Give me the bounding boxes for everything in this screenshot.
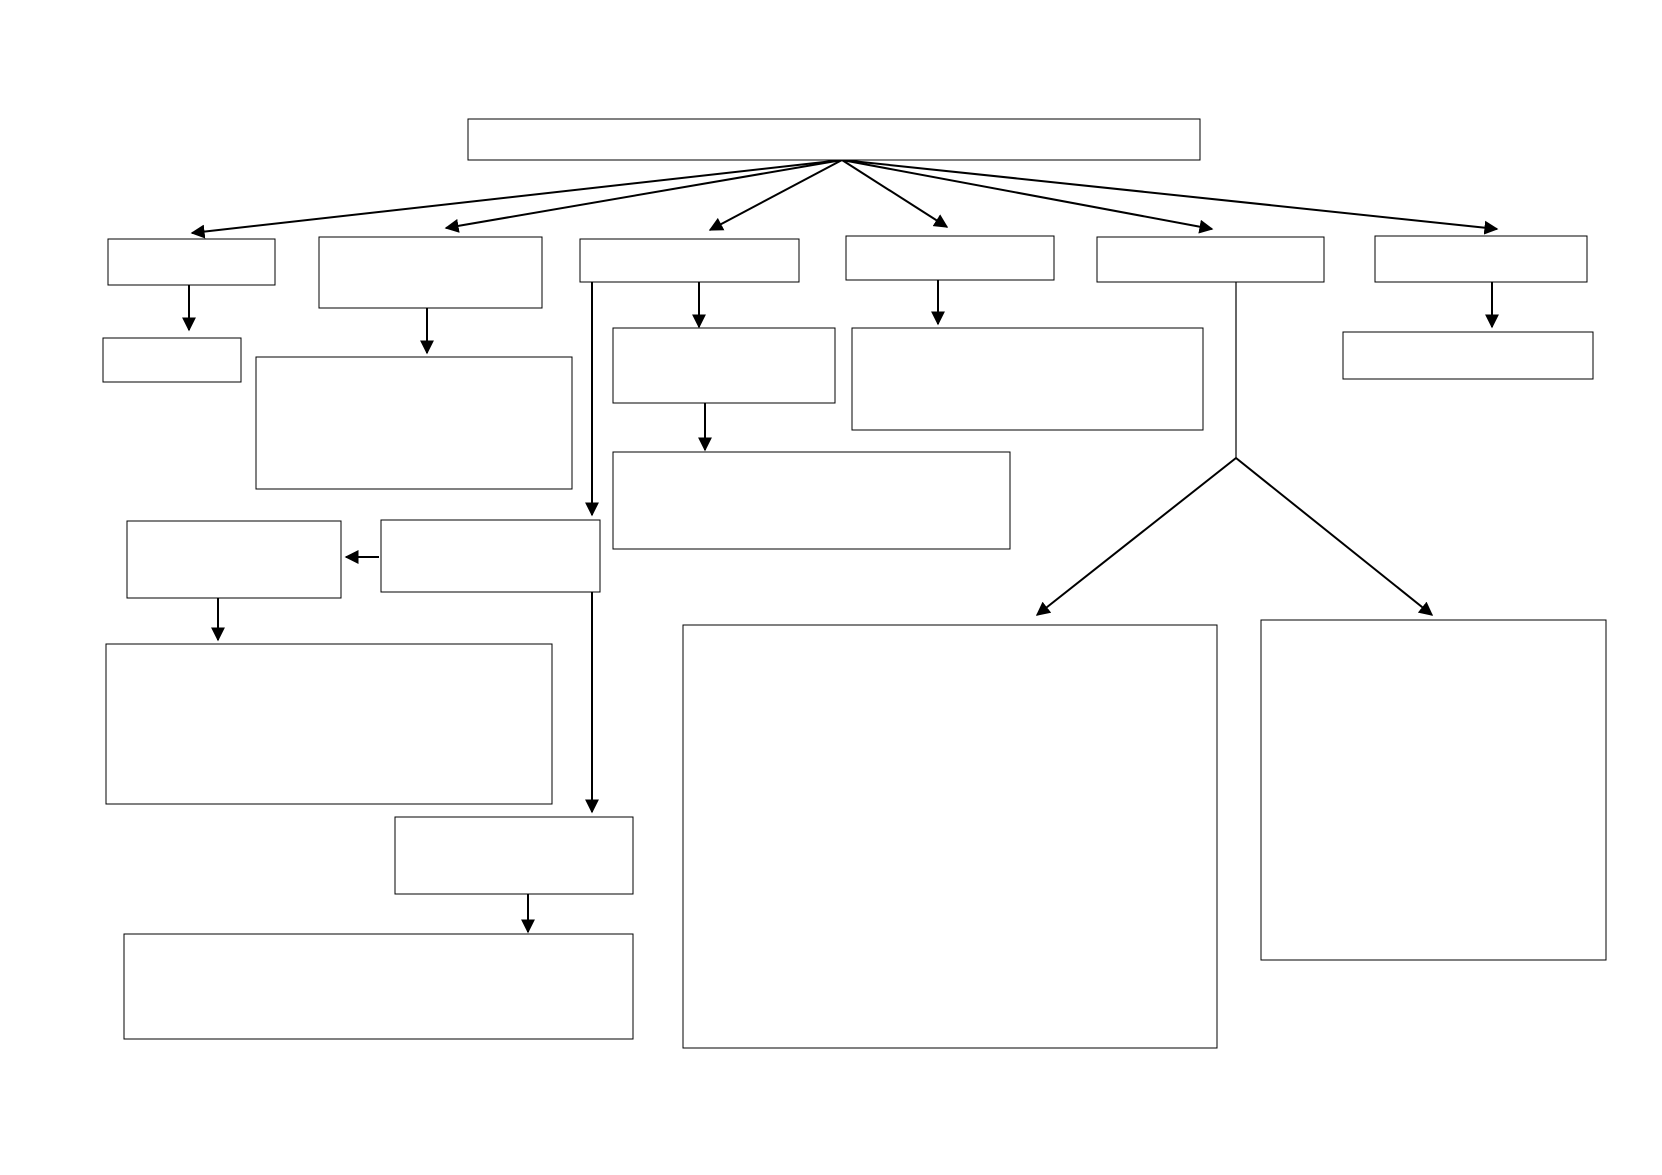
edge-root-to-level1-d <box>841 159 949 228</box>
node-c-child <box>612 327 836 404</box>
node-e-child-left <box>682 624 1218 1049</box>
node-level1-d <box>845 235 1055 281</box>
node-f-child <box>1342 331 1594 380</box>
node-level1-a <box>107 238 276 286</box>
node-d-child <box>851 327 1204 431</box>
edge-e-stem-to-left-child <box>1035 457 1237 616</box>
edges <box>182 159 1499 934</box>
node-c-side <box>380 519 601 593</box>
edge-root-to-level1-c <box>708 159 843 231</box>
node-c-side-down-child <box>123 933 634 1040</box>
node-a-child <box>102 337 242 383</box>
node-c-side-down <box>394 816 634 895</box>
node-b-child <box>255 356 573 490</box>
node-c-side-left-child <box>105 643 553 805</box>
node-e-child-right <box>1260 619 1607 961</box>
node-level1-f <box>1374 235 1588 283</box>
node-c-grandchild <box>612 451 1011 550</box>
edge-root-to-level1-b <box>444 159 843 233</box>
node-root <box>467 118 1201 161</box>
node-c-side-left <box>126 520 342 599</box>
edge-root-to-level1-f <box>841 159 1499 235</box>
edge-root-to-level1-a <box>190 159 843 239</box>
node-level1-b <box>318 236 543 309</box>
node-level1-e <box>1096 236 1325 283</box>
edge-root-to-level1-e <box>841 159 1214 234</box>
nodes <box>102 118 1607 1049</box>
edge-e-stem-to-right-child <box>1235 457 1434 616</box>
node-level1-c <box>579 238 800 283</box>
